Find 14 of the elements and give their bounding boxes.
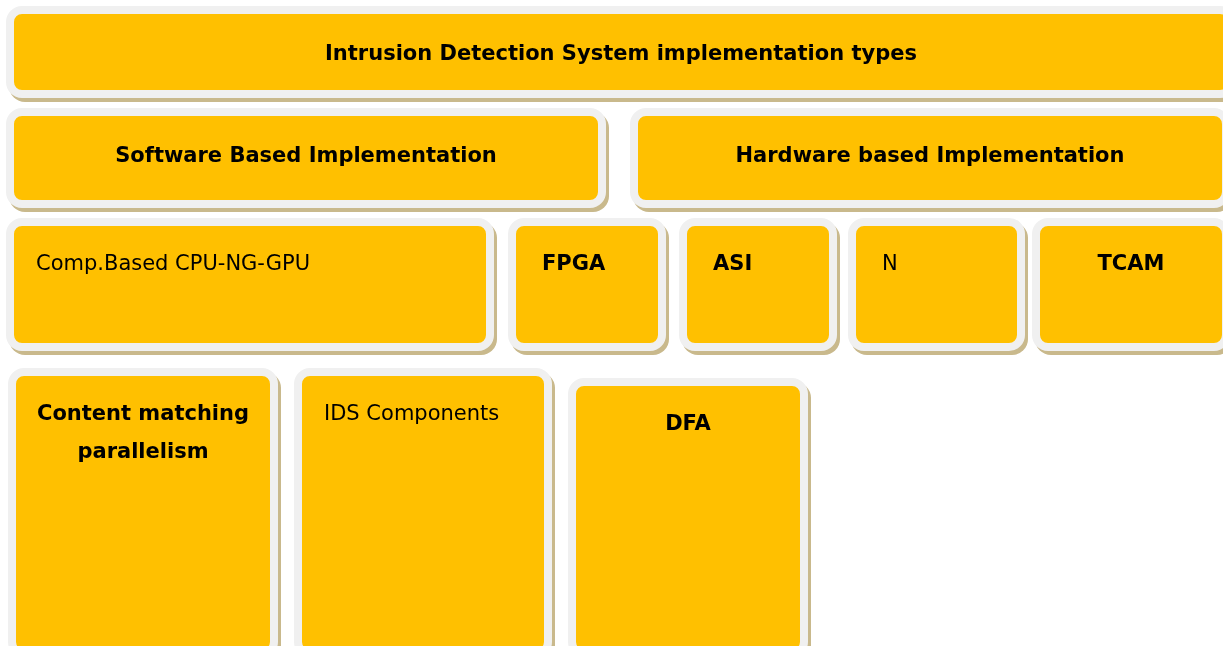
box-label: Content matching parallelism xyxy=(35,400,250,465)
box-label: DFA xyxy=(664,410,712,437)
category-box xyxy=(294,368,552,646)
box-label: N xyxy=(882,250,899,277)
box-label: Intrusion Detection System implementation types xyxy=(324,40,918,67)
box-label: Hardware based Implementation xyxy=(734,142,1126,169)
box-label: Software Based Implementation xyxy=(114,142,498,169)
box-label: IDS Components xyxy=(324,400,501,427)
box-label: ASI xyxy=(713,250,754,277)
box-label: TCAM xyxy=(1096,250,1166,277)
category-box xyxy=(568,378,808,646)
category-box xyxy=(8,368,278,646)
box-label: Comp.Based CPU-NG-GPU xyxy=(36,250,312,277)
box-label: FPGA xyxy=(542,250,607,277)
